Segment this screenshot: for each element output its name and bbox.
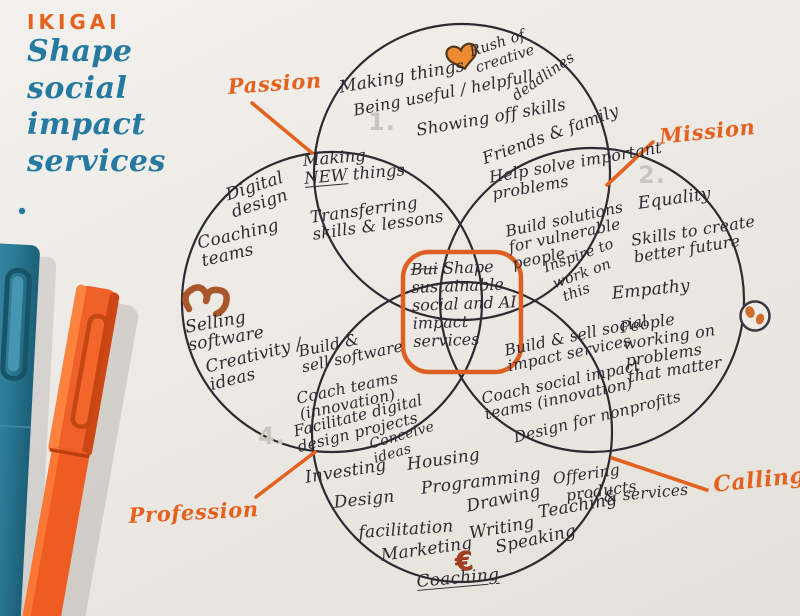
note-build-sell-software: Build & sell software xyxy=(296,330,405,377)
note-skills-create: Skills to create better future xyxy=(629,211,757,267)
euro-icon: € xyxy=(453,546,475,578)
note-teaching: Teaching xyxy=(536,489,619,523)
note-transferring: Transferring skills & lessons xyxy=(308,192,445,244)
struck-word: Bui xyxy=(410,258,439,279)
watermark-1: 1. xyxy=(368,108,396,136)
watermark-2: 2. xyxy=(638,161,666,189)
ikigai-kicker: IKIGAI xyxy=(27,10,121,34)
new-word-underlined: NEW xyxy=(303,165,349,189)
center-goal-text: Bui Shape sustainable social and AI impa… xyxy=(404,257,525,351)
note-coaching-teams: Coaching teams xyxy=(195,215,281,271)
title-line-2: social xyxy=(27,70,128,106)
note-equality: Equality xyxy=(636,183,713,214)
note-empathy: Empathy xyxy=(610,275,691,304)
note-design: Design xyxy=(332,486,396,513)
title-block: IKIGAI Shape social impact services xyxy=(27,10,166,180)
note-digital-design: Digital design xyxy=(223,167,291,223)
title-line-4: services xyxy=(27,143,166,179)
note-investing: Investing xyxy=(303,455,388,488)
things-word: things xyxy=(352,160,406,185)
title-line-1: Shape xyxy=(27,34,133,69)
center-line-5: services xyxy=(412,329,480,351)
title-line-3: impact xyxy=(27,107,146,143)
watermark-4: 4. xyxy=(258,422,286,450)
